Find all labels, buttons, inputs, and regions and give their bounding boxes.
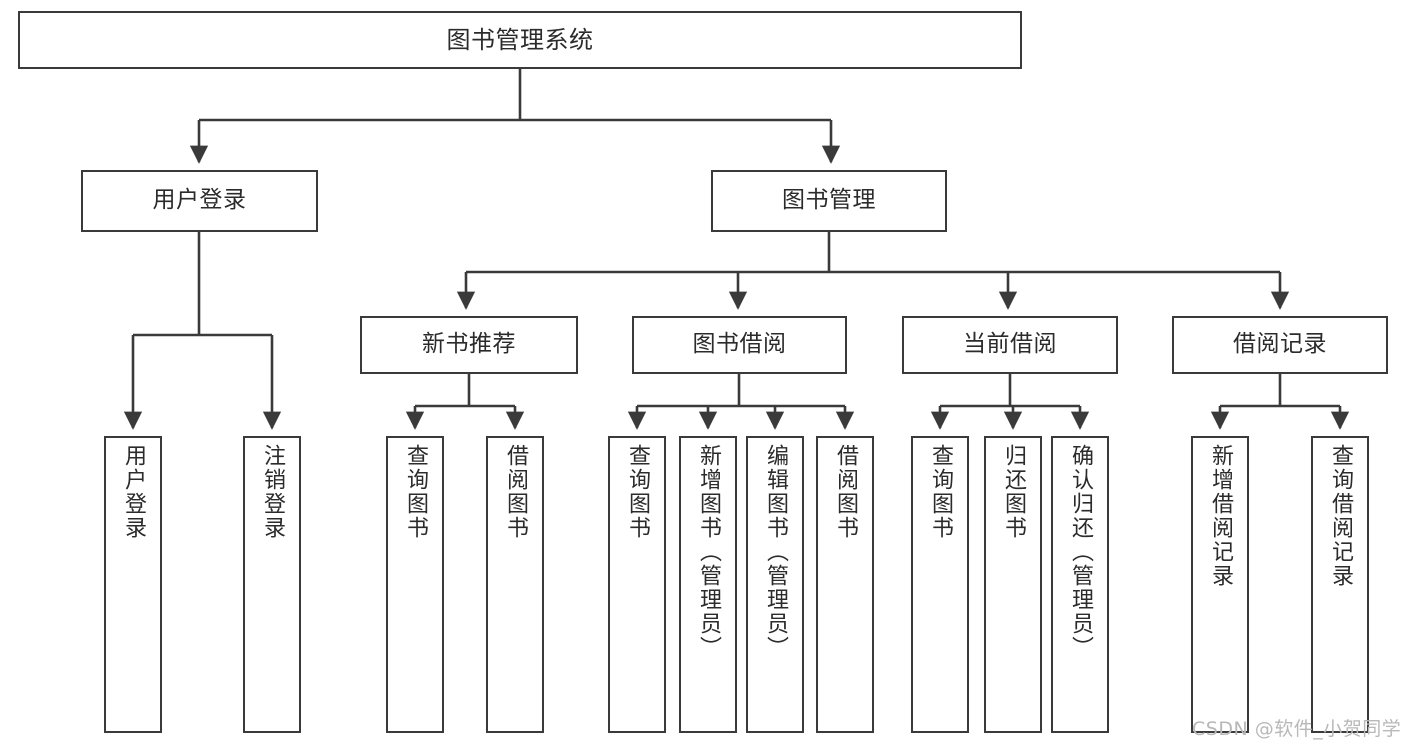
leaf-user-login[interactable]: 用户登录 bbox=[104, 436, 162, 733]
leaf-logout-label: 注销登录 bbox=[260, 444, 285, 540]
leaf-add-book-admin[interactable]: 新增图书（管理员） bbox=[679, 436, 737, 733]
leaf-confirm-return-admin[interactable]: 确认归还（管理员） bbox=[1051, 436, 1109, 733]
node-root[interactable]: 图书管理系统 bbox=[18, 11, 1022, 69]
node-new-book-recommend-label: 新书推荐 bbox=[422, 331, 516, 358]
leaf-add-borrow-record[interactable]: 新增借阅记录 bbox=[1191, 436, 1249, 733]
leaf-query-book-current-label: 查询图书 bbox=[928, 444, 953, 540]
node-root-label: 图书管理系统 bbox=[446, 25, 594, 54]
node-borrow-record-label: 借阅记录 bbox=[1233, 331, 1327, 358]
node-user-login-label: 用户登录 bbox=[152, 187, 247, 214]
leaf-edit-book-admin-label: 编辑图书（管理员） bbox=[763, 444, 788, 660]
csdn-watermark: CSDN @软件_小贺同学 bbox=[1192, 718, 1402, 740]
leaf-query-book-borrow-label: 查询图书 bbox=[625, 444, 650, 540]
leaf-query-book-recommend-label: 查询图书 bbox=[403, 444, 428, 540]
leaf-return-book-label: 归还图书 bbox=[1001, 444, 1026, 540]
leaf-add-book-admin-label: 新增图书（管理员） bbox=[696, 444, 721, 660]
node-book-management-label: 图书管理 bbox=[782, 187, 876, 214]
node-new-book-recommend[interactable]: 新书推荐 bbox=[360, 316, 578, 374]
leaf-query-borrow-record-label: 查询借阅记录 bbox=[1328, 444, 1353, 588]
leaf-add-borrow-record-label: 新增借阅记录 bbox=[1208, 444, 1233, 588]
leaf-query-borrow-record[interactable]: 查询借阅记录 bbox=[1311, 436, 1369, 733]
node-current-borrow-label: 当前借阅 bbox=[963, 331, 1057, 358]
leaf-borrow-book[interactable]: 借阅图书 bbox=[816, 436, 874, 733]
leaf-logout[interactable]: 注销登录 bbox=[243, 436, 301, 733]
node-book-management[interactable]: 图书管理 bbox=[711, 170, 947, 232]
leaf-query-book-current[interactable]: 查询图书 bbox=[911, 436, 969, 733]
node-borrow-record[interactable]: 借阅记录 bbox=[1172, 316, 1388, 374]
node-user-login[interactable]: 用户登录 bbox=[81, 170, 318, 232]
node-current-borrow[interactable]: 当前借阅 bbox=[902, 316, 1118, 374]
leaf-query-book-recommend[interactable]: 查询图书 bbox=[386, 436, 444, 733]
node-book-borrow[interactable]: 图书借阅 bbox=[632, 316, 847, 374]
leaf-user-login-label: 用户登录 bbox=[121, 444, 146, 540]
leaf-confirm-return-admin-label: 确认归还（管理员） bbox=[1068, 444, 1093, 660]
node-book-borrow-label: 图书借阅 bbox=[692, 331, 787, 358]
leaf-borrow-book-recommend-label: 借阅图书 bbox=[503, 444, 528, 540]
leaf-query-book-borrow[interactable]: 查询图书 bbox=[608, 436, 666, 733]
leaf-borrow-book-label: 借阅图书 bbox=[833, 444, 858, 540]
leaf-return-book[interactable]: 归还图书 bbox=[984, 436, 1042, 733]
leaf-edit-book-admin[interactable]: 编辑图书（管理员） bbox=[746, 436, 804, 733]
leaf-borrow-book-recommend[interactable]: 借阅图书 bbox=[486, 436, 544, 733]
